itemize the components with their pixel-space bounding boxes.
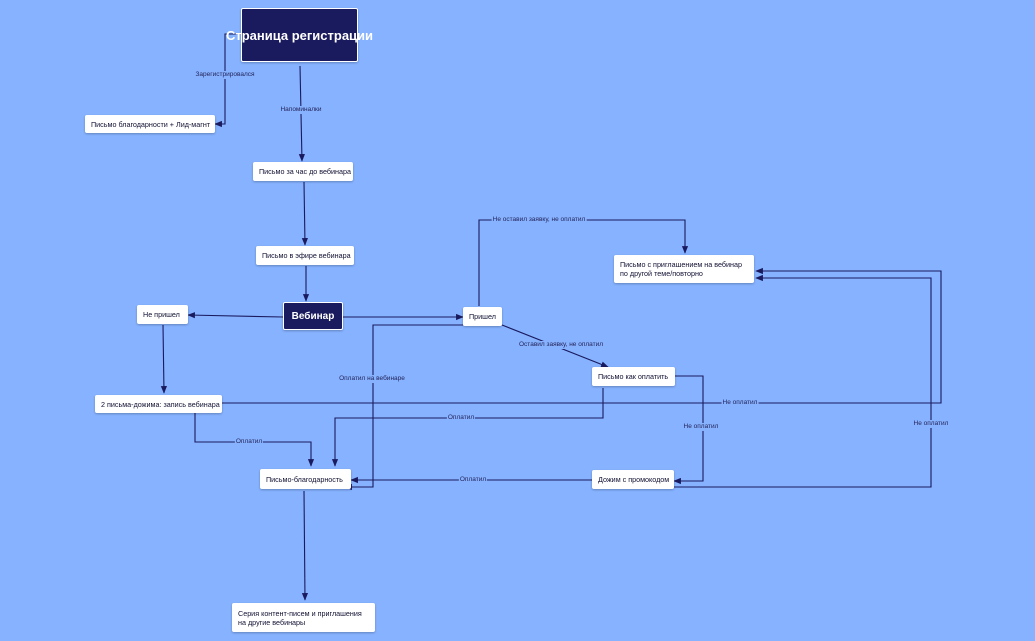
edge-registered	[214, 33, 241, 128]
node-on-air[interactable]: Письмо в эфире вебинара	[256, 246, 354, 265]
edge-label-not-paid-2: Не оплатил	[682, 423, 720, 431]
node-series[interactable]: Серия контент-писем и приглашения на дру…	[232, 603, 375, 632]
node-not-came[interactable]: Не пришел	[137, 305, 188, 324]
edge-label-left-request: Оставил заявку, не оплатил	[517, 341, 605, 349]
node-invite-other[interactable]: Письмо с приглашением на вебинар по друг…	[614, 255, 754, 283]
node-came[interactable]: Пришел	[463, 307, 502, 326]
node-promo[interactable]: Дожим с промокодом	[592, 470, 674, 489]
edge-label-no-request: Не оставил заявку, не оплатил	[491, 216, 587, 224]
node-how-to-pay[interactable]: Письмо как оплатить	[592, 367, 675, 386]
node-two-letters[interactable]: 2 письма-дожима: запись вебинара	[95, 395, 222, 413]
edge-howtopay-paid	[331, 388, 604, 467]
edge-label-paid-3: Оплатил	[458, 476, 488, 484]
edge-label-not-paid-3: Не оплатил	[912, 420, 950, 428]
edge-label-not-paid-1: Не оплатил	[721, 399, 759, 407]
edge-label-reminders: Напоминалки	[279, 106, 323, 114]
edge-label-paid-on-webinar: Оплатил на вебинаре	[338, 375, 406, 383]
edge-label-paid-2: Оплатил	[234, 438, 264, 446]
edge-label-registered: Зарегистрировался	[194, 71, 256, 79]
edge-promo-notpaid	[674, 274, 932, 488]
node-webinar[interactable]: Вебинар	[283, 302, 343, 330]
edge-label-paid-1: Оплатил	[446, 414, 476, 422]
node-hour-before[interactable]: Письмо за час до вебинара	[253, 162, 353, 181]
edge-thanks-to-series	[301, 490, 309, 601]
edge-hour-to-air	[301, 181, 308, 246]
node-thanks-letter[interactable]: Письмо-благодарность	[260, 469, 351, 489]
edge-two-notpaid	[222, 267, 942, 404]
node-thank-you-leadmagnet[interactable]: Письмо благодарности + Лид-магнт	[85, 115, 215, 133]
edge-notcame-to-two	[160, 324, 167, 394]
node-registration-page[interactable]: Страница регистрации	[226, 8, 373, 62]
edge-webinar-to-notcame	[187, 312, 284, 319]
edge-paid-on-webinar	[344, 324, 463, 491]
